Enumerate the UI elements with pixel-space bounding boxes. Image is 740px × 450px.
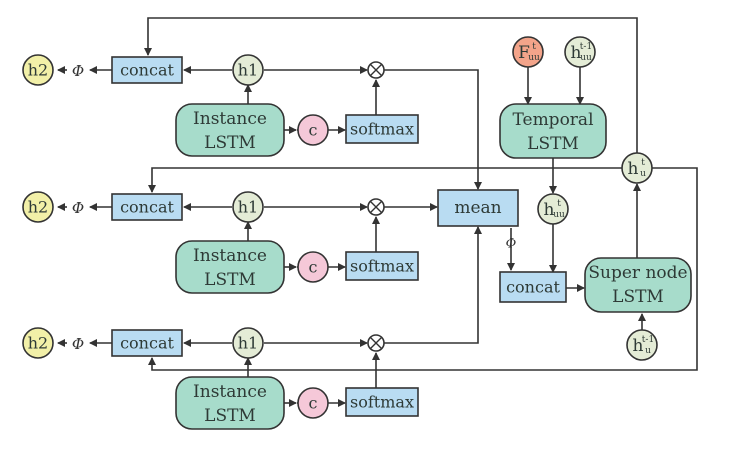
row1-h2-node xyxy=(22,54,54,86)
h-u-prev-node-sup: t-1 xyxy=(642,335,654,345)
mean-box xyxy=(437,189,519,227)
row1-h1-label: h1 xyxy=(238,61,258,80)
h-u-t-node-sub: u xyxy=(640,169,646,179)
h-uu-prev-node xyxy=(564,36,596,68)
row2-multiply-icon xyxy=(370,201,382,213)
mean-phi-label: Φ xyxy=(506,237,517,252)
row3-softmax-box xyxy=(345,387,419,417)
row1-softmax-label: softmax xyxy=(350,120,414,139)
row2-instance-lstm-label-1: Instance xyxy=(193,246,267,266)
row3-h2-node xyxy=(22,327,54,359)
row1-softmax-box xyxy=(345,114,419,144)
h-u-prev-node-sub: u xyxy=(645,346,651,356)
row3-h1-node xyxy=(232,327,264,359)
hu-to-row2-concat xyxy=(148,167,622,193)
h-u-prev-node-label: ht-1u xyxy=(633,335,655,356)
row1-to-mean xyxy=(384,69,482,190)
row2-instance-lstm-label-2: LSTM xyxy=(204,270,256,290)
row2-c-label: c xyxy=(309,258,318,277)
super-node-lstm-label-1: Super node xyxy=(588,263,687,283)
row1-h2-label: h2 xyxy=(28,61,48,80)
h-uu-prev-node-label: ht-1uu xyxy=(571,42,593,63)
row1-instance-lstm-label-1: Instance xyxy=(193,109,267,129)
row3-to-mean xyxy=(384,226,482,344)
hu-to-row3-concat xyxy=(148,167,698,371)
row1-concat-box xyxy=(111,56,183,84)
super-concat-label: concat xyxy=(506,278,560,297)
h-uu-t-node-sub: uu xyxy=(553,210,565,220)
row1-concat-label: concat xyxy=(120,61,174,80)
h-uu-t-node xyxy=(537,193,569,225)
row1-h1-node xyxy=(232,54,264,86)
row2-concat-label: concat xyxy=(120,198,174,217)
row3-h2-label: h2 xyxy=(28,334,48,353)
row2-softmax-box xyxy=(345,251,419,281)
temporal-lstm-box xyxy=(499,103,607,159)
h-uu-prev-node-sup: t-1 xyxy=(580,42,592,52)
row3-instance-lstm-box xyxy=(175,376,285,430)
row3-softmax-label: softmax xyxy=(350,393,414,412)
row3-instance-lstm-label-2: LSTM xyxy=(204,406,256,426)
hu-to-row1-concat xyxy=(144,17,638,153)
row3-c-label: c xyxy=(309,394,318,413)
super-node-lstm-box xyxy=(584,257,692,313)
row1-instance-lstm-label-2: LSTM xyxy=(204,133,256,153)
h-u-t-node-sup: t xyxy=(641,158,645,168)
row1-c-label: c xyxy=(309,121,318,140)
h-uu-prev-node-base: h xyxy=(571,43,582,63)
h-uu-t-node-base: h xyxy=(544,200,555,220)
row1-multiply-icon xyxy=(370,64,382,76)
h-u-t-node-base: h xyxy=(628,159,639,179)
row3-instance-lstm-label-1: Instance xyxy=(193,382,267,402)
row2-softmax-label: softmax xyxy=(350,257,414,276)
edges xyxy=(57,17,698,407)
f-uu-node-base: F xyxy=(518,43,530,63)
super-concat-box xyxy=(499,271,567,303)
row2-concat-box xyxy=(111,193,183,221)
h-u-prev-node xyxy=(626,329,658,361)
row2-h2-label: h2 xyxy=(28,198,48,217)
row2-h1-node xyxy=(232,191,264,223)
row3-concat-box xyxy=(111,329,183,357)
row1-instance-lstm-box xyxy=(175,103,285,157)
row2-h2-node xyxy=(22,191,54,223)
row1-c-node xyxy=(297,114,329,146)
row3-concat-label: concat xyxy=(120,334,174,353)
h-u-t-node xyxy=(621,152,653,184)
h-u-prev-node-base: h xyxy=(633,336,644,356)
h-uu-prev-node-sub: uu xyxy=(580,53,592,63)
row3-c-node xyxy=(297,387,329,419)
row3-multiply-icon xyxy=(370,337,382,349)
temporal-lstm-label-2: LSTM xyxy=(527,134,579,154)
row2-h1-label: h1 xyxy=(238,198,258,217)
row3-phi-label: Φ xyxy=(72,335,84,353)
row3-h1-label: h1 xyxy=(238,334,258,353)
row2-phi-label: Φ xyxy=(72,199,84,217)
f-uu-node-sub: uu xyxy=(528,53,540,63)
f-uu-node-sup: t xyxy=(532,42,536,52)
super-node-lstm-label-2: LSTM xyxy=(612,287,664,307)
mean-label: mean xyxy=(454,198,501,218)
h-uu-t-node-sup: t xyxy=(557,199,561,209)
temporal-lstm-label-1: Temporal xyxy=(512,110,593,130)
row2-instance-lstm-box xyxy=(175,240,285,294)
row1-phi-label: Φ xyxy=(72,62,84,80)
f-uu-node xyxy=(512,36,544,68)
row2-c-node xyxy=(297,251,329,283)
